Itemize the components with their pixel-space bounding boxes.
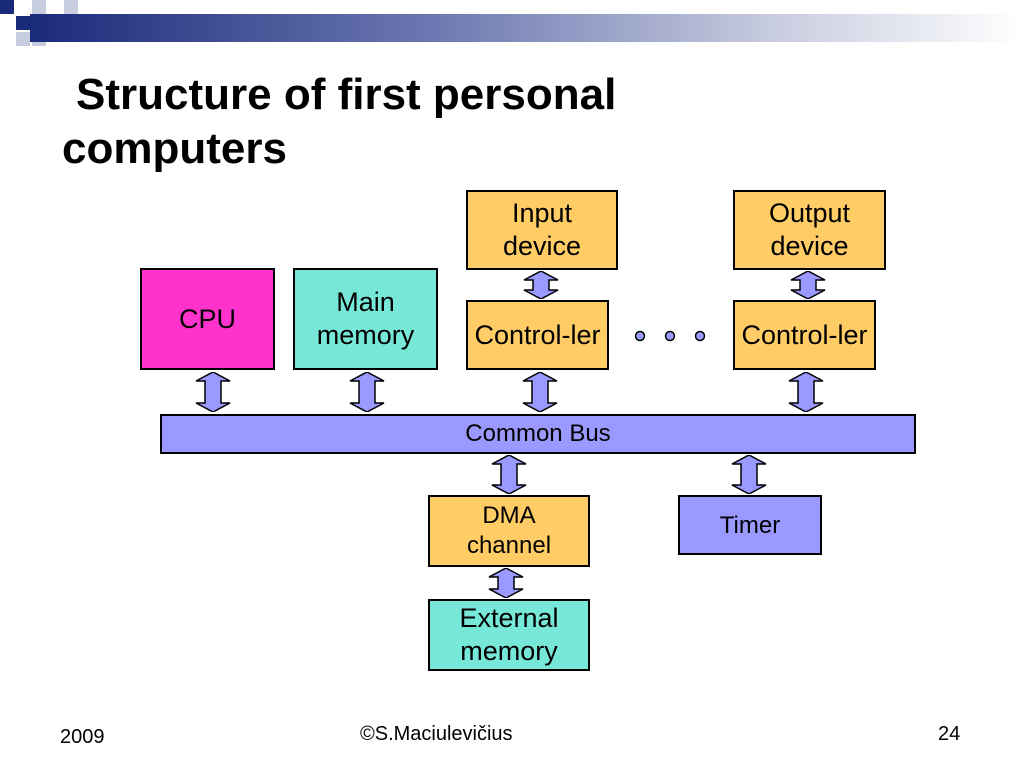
input-device-box: Input device <box>466 190 618 270</box>
arrow-bus-dma <box>491 455 527 494</box>
arrow-cpu-bus <box>195 372 231 412</box>
common-bus: Common Bus <box>160 414 916 454</box>
arrow-input-controller <box>523 271 559 299</box>
common-bus-label: Common Bus <box>465 420 611 447</box>
main-memory-label: Main memory <box>316 287 415 350</box>
dma-channel-label: DMA channel <box>466 502 552 559</box>
cpu-box: CPU <box>140 268 275 370</box>
input-device-label: Input device <box>502 198 582 261</box>
main-memory-box: Main memory <box>293 268 438 370</box>
arrow-controller-left-bus <box>522 372 558 412</box>
cpu-label: CPU <box>178 303 236 334</box>
arrow-memory-bus <box>349 372 385 412</box>
controller-left-box: Control-ler <box>466 300 609 370</box>
slide-title: Structure of first personal computers <box>62 68 822 176</box>
footer-copyright: ©S.Maciulevičius <box>360 723 513 745</box>
title-line-2: computers <box>62 124 287 173</box>
footer-year: 2009 <box>60 726 105 748</box>
footer-page-number: 24 <box>938 723 961 745</box>
arrow-controller-right-bus <box>788 372 824 412</box>
external-memory-label: External memory <box>459 603 559 666</box>
timer-label: Timer <box>719 511 781 539</box>
controller-left-label: Control-ler <box>474 319 601 350</box>
ellipsis-dots <box>634 330 706 342</box>
timer-box: Timer <box>678 495 822 555</box>
arrow-bus-timer <box>731 455 767 494</box>
title-line-1: Structure of first personal <box>76 70 617 119</box>
controller-right-label: Control-ler <box>741 319 868 350</box>
arrow-dma-external <box>488 568 524 598</box>
arrow-output-controller <box>790 271 826 299</box>
header-bar <box>30 14 1024 42</box>
controller-right-box: Control-ler <box>733 300 876 370</box>
external-memory-box: External memory <box>428 599 590 671</box>
output-device-box: Output device <box>733 190 886 270</box>
dma-channel-box: DMA channel <box>428 495 590 567</box>
output-device-label: Output device <box>768 198 851 261</box>
